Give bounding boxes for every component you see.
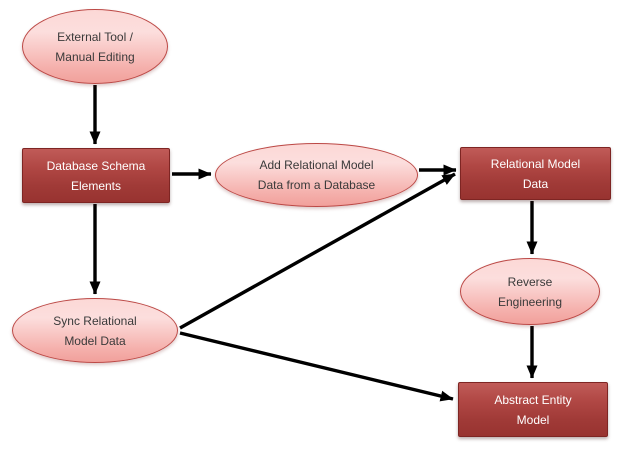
node-label-line: Reverse xyxy=(507,274,553,289)
node-label-line: Relational Model xyxy=(490,156,581,171)
node-label-line: Data from a Database xyxy=(257,178,376,192)
node-reverse-engineering: Reverse Engineering xyxy=(460,258,600,325)
node-label-line: Model Data xyxy=(64,333,126,348)
node-label-line: Add Relational Model xyxy=(259,158,374,172)
node-label-line: Manual Editing xyxy=(55,49,135,64)
node-sync-relational-model-data: Sync Relational Model Data xyxy=(12,298,178,363)
node-label-line: Elements xyxy=(70,178,122,193)
arrow-sync-relational-model-to-abstract-entity-model xyxy=(179,331,454,402)
node-label-line: Abstract Entity xyxy=(494,392,572,407)
node-database-schema-elements: Database Schema Elements xyxy=(22,148,170,203)
node-label-line: Model xyxy=(516,412,550,427)
arrow-sync-relational-model-to-relational-model-data xyxy=(179,172,456,330)
node-external-tool-manual-editing: External Tool / Manual Editing xyxy=(22,9,168,84)
node-relational-model-data: Relational Model Data xyxy=(460,147,611,200)
node-add-relational-model-data-from-a-database: Add Relational Model Data from a Databas… xyxy=(215,143,418,207)
node-label-line: Sync Relational xyxy=(53,313,137,328)
node-abstract-entity-model: Abstract Entity Model xyxy=(458,382,608,437)
node-label-line: External Tool / xyxy=(57,29,133,44)
node-label-line: Data xyxy=(522,176,549,191)
node-label-line: Engineering xyxy=(497,294,563,309)
node-label-line: Database Schema xyxy=(46,158,146,173)
